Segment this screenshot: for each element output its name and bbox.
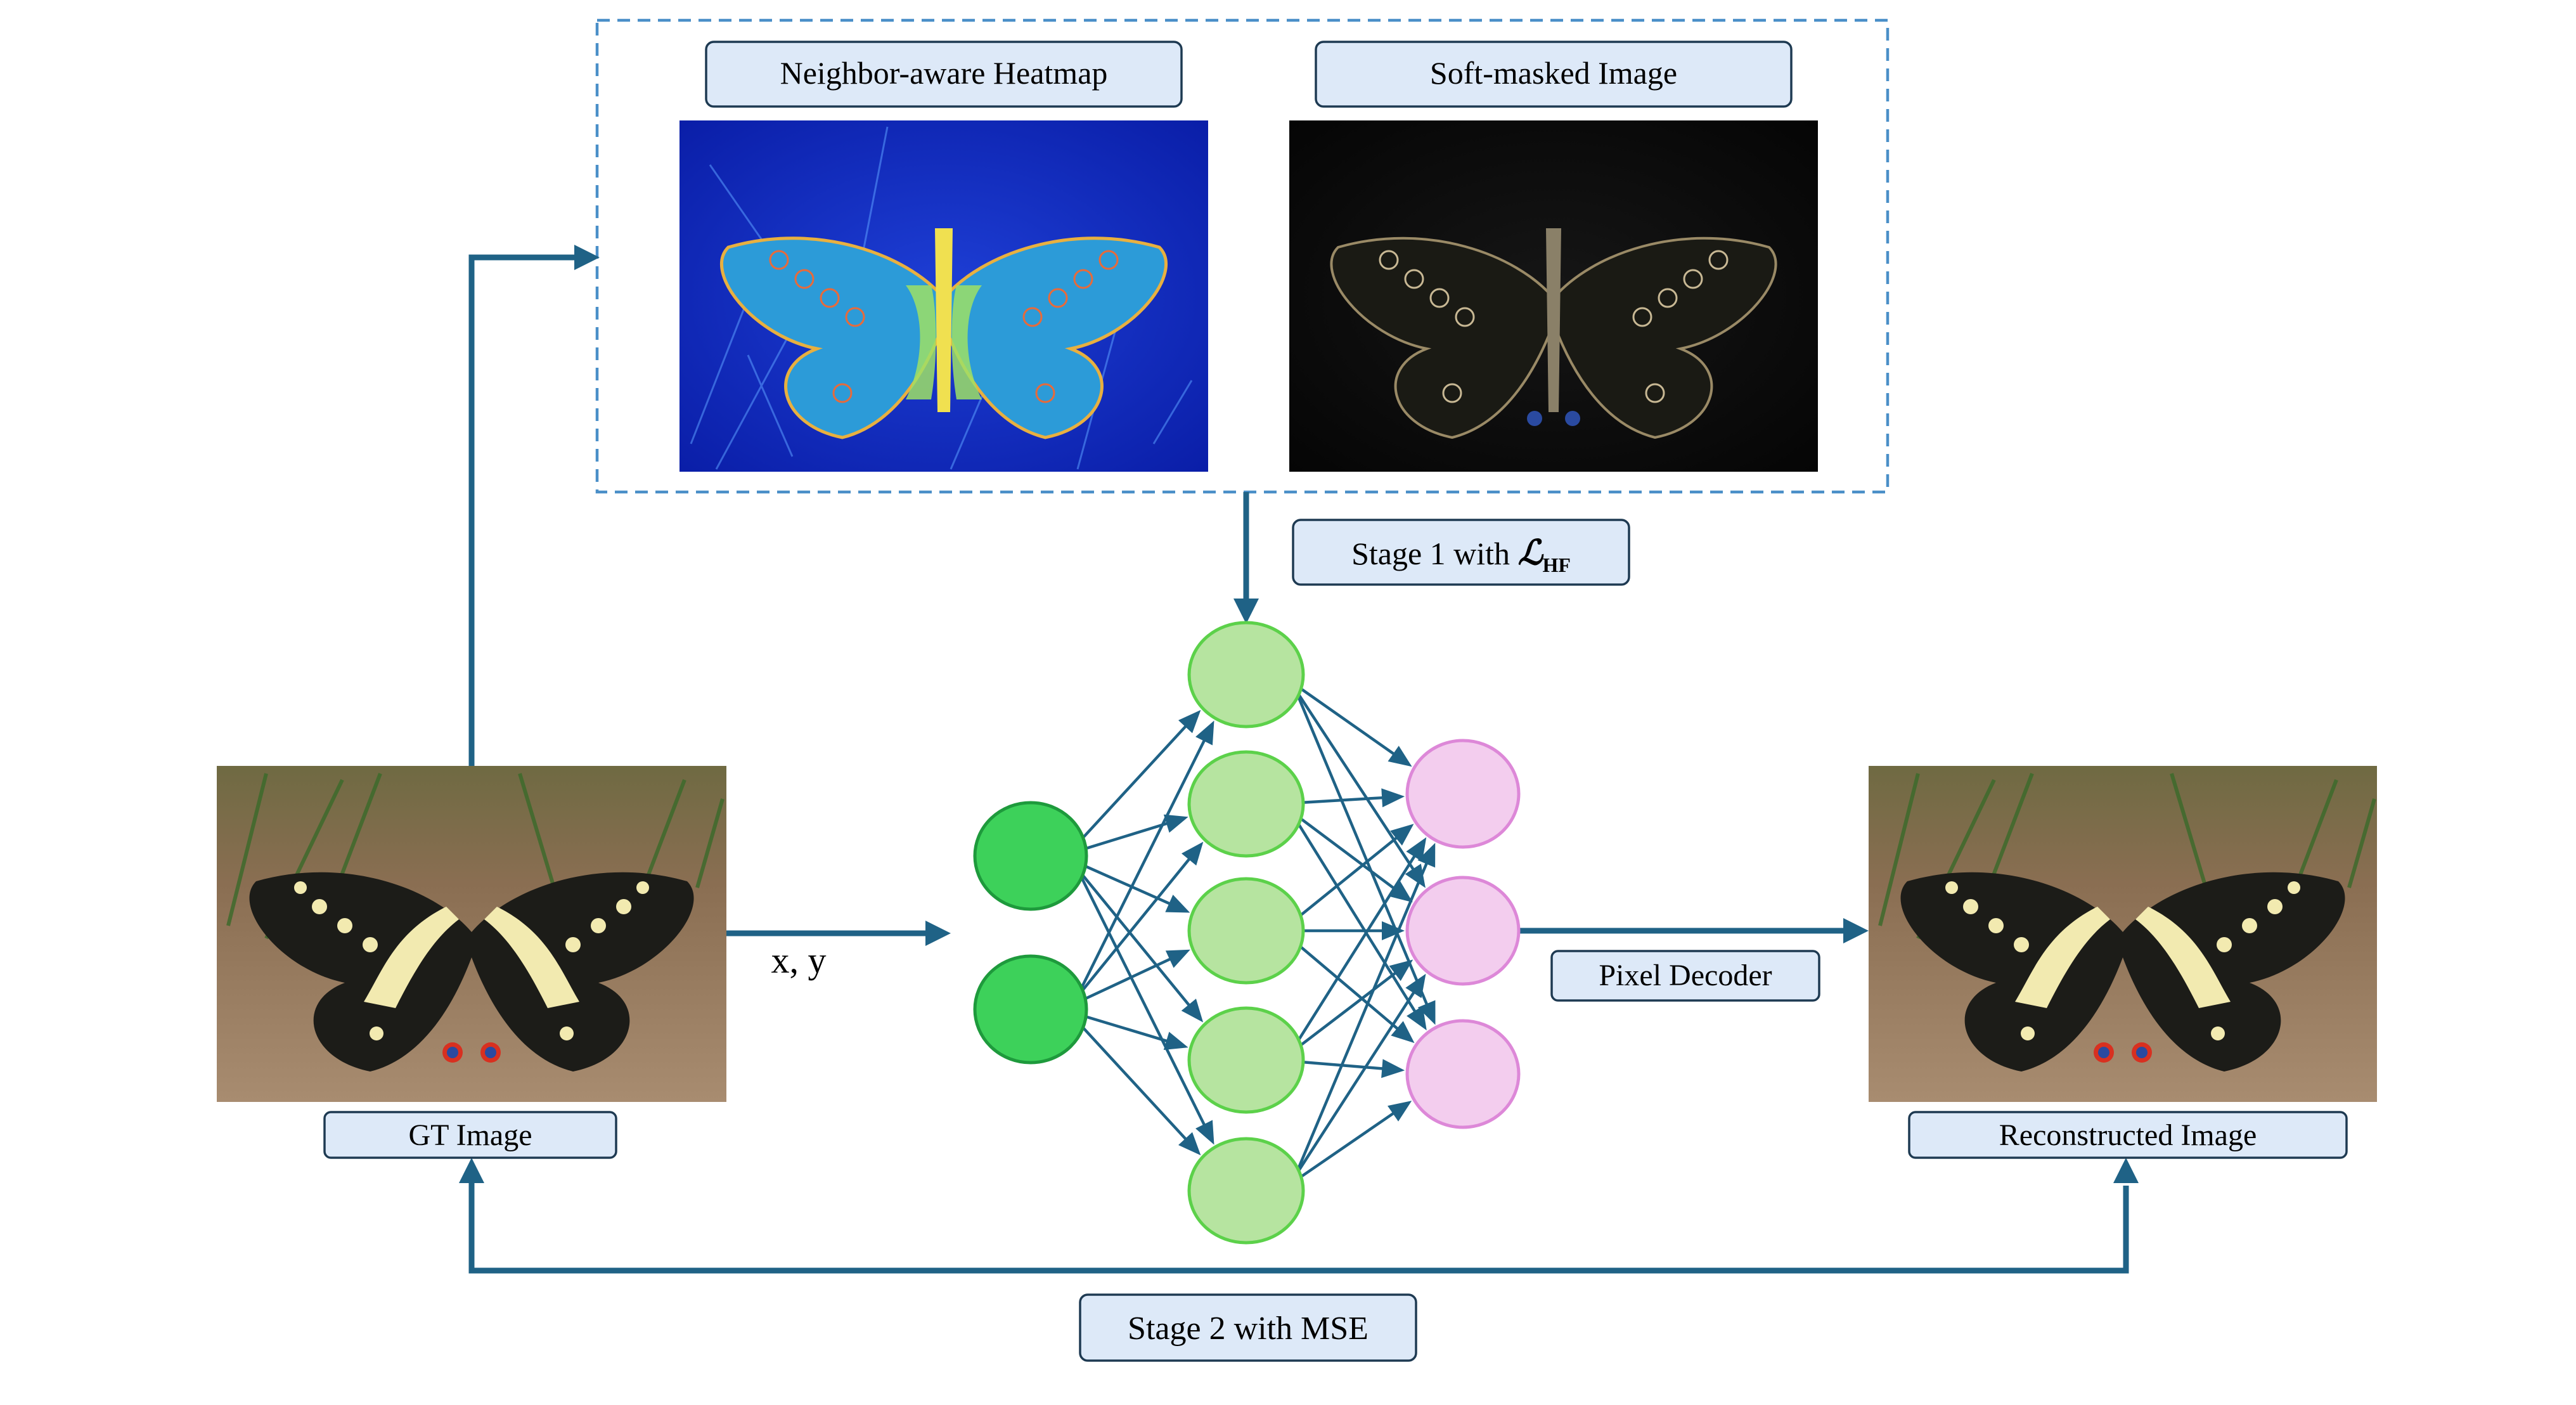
network-edge [1298, 1110, 1397, 1180]
hidden-neuron-5 [1187, 1137, 1305, 1245]
network-edge-arrowhead [1381, 1059, 1405, 1078]
network-edge [1298, 815, 1399, 893]
network-edge-arrowhead [1405, 973, 1426, 999]
network-edge-arrowhead [1178, 709, 1201, 734]
network-edge-arrowhead [1388, 746, 1412, 767]
output-neuron-1 [1405, 739, 1521, 849]
arrow-gt-to-network [726, 921, 951, 946]
output-neuron-2 [1405, 876, 1521, 986]
coords-label: x, y [771, 940, 827, 981]
stage2-label: Stage 2 with MSE [1128, 1311, 1368, 1347]
hidden-neuron-1 [1187, 621, 1305, 728]
network-edge-arrowhead [1391, 1021, 1415, 1044]
network-edge [1297, 823, 1418, 1015]
pixel-decoder-box: Pixel Decoder [1550, 950, 1820, 1002]
network-edge [1081, 821, 1171, 851]
hidden-neuron-2 [1187, 750, 1305, 858]
reconstructed-image [1869, 766, 2377, 1102]
network-edge-arrowhead [1163, 1032, 1188, 1051]
network-edge [1081, 1025, 1189, 1143]
network-edge [1298, 834, 1400, 918]
input-neuron-2 [973, 954, 1088, 1065]
network-edge-arrowhead [1163, 814, 1188, 833]
heatmap-title: Neighbor-aware Heatmap [780, 55, 1108, 91]
network-edge [1081, 873, 1192, 1009]
network-edge-arrowhead [1195, 720, 1214, 746]
softmask-title-box: Soft-masked Image [1315, 41, 1793, 108]
network-edge-arrowhead [1407, 1006, 1427, 1031]
output-neuron-3 [1405, 1019, 1521, 1129]
network-edge [1298, 685, 1398, 757]
network-edge [1297, 988, 1417, 1172]
network-edge [1297, 694, 1417, 873]
arrow-gt-to-stage1 [468, 245, 600, 766]
network-edge-arrowhead [1389, 959, 1414, 981]
arrow-stage1-to-network [1233, 492, 1259, 624]
gt-label-box: GT Image [323, 1111, 617, 1159]
stage1-box: Stage 1 with ℒHF [1292, 519, 1630, 586]
network-edge-arrowhead [1406, 837, 1427, 862]
network-edge [1298, 969, 1399, 1048]
network-edge-arrowhead [1181, 999, 1204, 1023]
heatmap-image [679, 120, 1208, 472]
network-edge [1298, 943, 1401, 1032]
network-edge [1080, 737, 1208, 988]
network-edge-arrowhead [1405, 864, 1426, 888]
network-edge-arrowhead [1195, 1120, 1214, 1145]
network-edge [1081, 723, 1189, 840]
network-edge-arrowhead [1382, 921, 1405, 940]
gt-label: GT Image [408, 1118, 532, 1152]
softmask-title: Soft-masked Image [1430, 55, 1677, 91]
input-neuron-1 [973, 801, 1088, 911]
network-nodes [973, 621, 1521, 1245]
network-edge-arrowhead [1165, 949, 1190, 968]
network-edges [1080, 685, 1436, 1180]
network-edge-arrowhead [1390, 824, 1414, 846]
network-edge [1081, 855, 1193, 992]
network-edge [1081, 863, 1173, 907]
network-edge [1298, 796, 1386, 805]
stage1-label: Stage 1 with ℒHF [1351, 534, 1571, 576]
network-edge [1081, 1014, 1171, 1044]
pixel-decoder-label: Pixel Decoder [1599, 959, 1772, 992]
reconstructed-label: Reconstructed Image [1999, 1118, 2257, 1152]
neural-network [973, 621, 1521, 1245]
stage2-box: Stage 2 with MSE [1079, 1293, 1417, 1362]
softmask-image [1289, 120, 1818, 472]
reconstructed-label-box: Reconstructed Image [1908, 1111, 2348, 1159]
network-edge-arrowhead [1381, 788, 1405, 808]
network-edge-arrowhead [1388, 1101, 1412, 1122]
network-edge-arrowhead [1165, 895, 1190, 913]
network-edge [1081, 956, 1174, 1002]
network-edge-arrowhead [1417, 843, 1436, 868]
heatmap-title-box: Neighbor-aware Heatmap [705, 41, 1183, 108]
arrow-network-to-reconstructed [1514, 918, 1869, 943]
network-edge [1297, 852, 1418, 1041]
network-edge-arrowhead [1178, 1132, 1201, 1156]
network-edge-arrowhead [1389, 881, 1413, 903]
network-edge [1297, 697, 1429, 1008]
arrow-stage2-loop [459, 1158, 2139, 1274]
network-edge [1297, 860, 1429, 1169]
network-edge [1080, 877, 1208, 1129]
gt-image [217, 766, 726, 1102]
hidden-neuron-4 [1187, 1006, 1305, 1114]
hidden-neuron-3 [1187, 877, 1305, 985]
network-edge-arrowhead [1181, 841, 1204, 866]
